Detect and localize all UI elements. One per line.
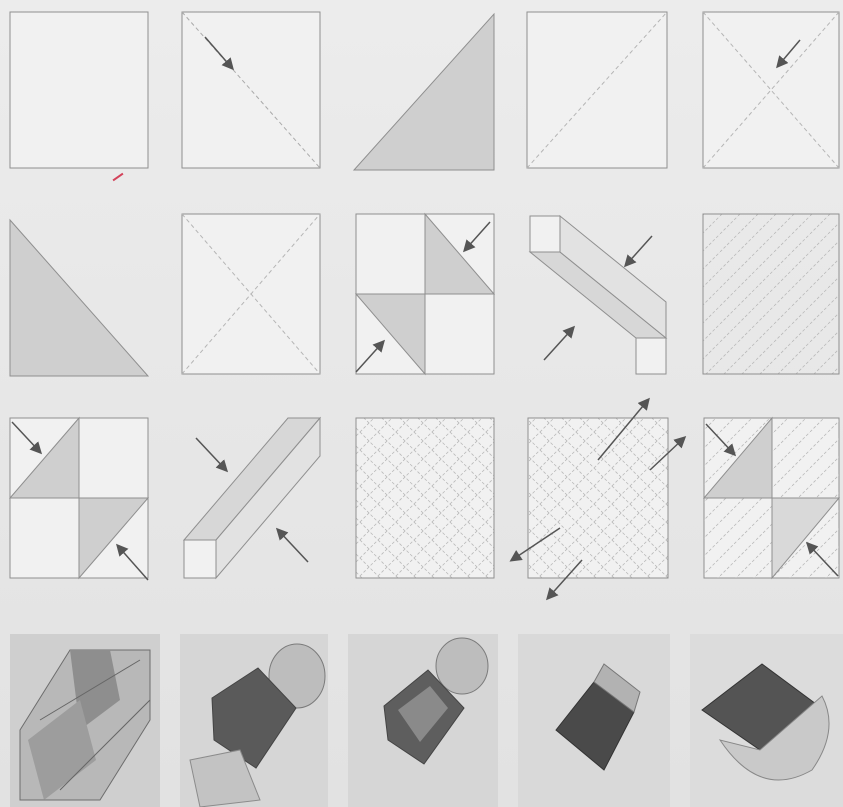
step-7-x-crease-square xyxy=(182,214,320,374)
photo-2-folding-model xyxy=(180,634,328,807)
step-11-quarter-folds xyxy=(10,418,148,580)
step-9-long-prism xyxy=(530,216,666,374)
photo-1-crease-pattern-model xyxy=(10,634,160,807)
step-10-diagonal-grid xyxy=(703,214,839,374)
photo-5-folded-model xyxy=(690,634,843,807)
step-4-unfolded-square xyxy=(527,12,667,168)
step-6-triangle xyxy=(10,220,148,376)
photo-3-folding-model xyxy=(348,634,498,807)
arrow-icon xyxy=(278,530,308,562)
arrow-icon xyxy=(544,328,573,360)
step-2-diagonal-crease xyxy=(182,12,320,168)
step-3-triangle xyxy=(354,14,494,170)
step-5-x-crease xyxy=(703,12,839,168)
arrow-icon xyxy=(196,438,226,470)
step-1-plain-square xyxy=(10,12,148,168)
photo-4-folded-model xyxy=(518,634,670,807)
arrow-icon xyxy=(626,236,652,265)
step-14-crosshatch-folds xyxy=(512,400,684,598)
step-8-quarter-folds xyxy=(356,214,494,374)
step-13-crosshatch-square xyxy=(356,418,494,578)
step-12-long-prism xyxy=(184,418,320,578)
step-15-crosshatch-quarter-folds xyxy=(704,418,839,578)
